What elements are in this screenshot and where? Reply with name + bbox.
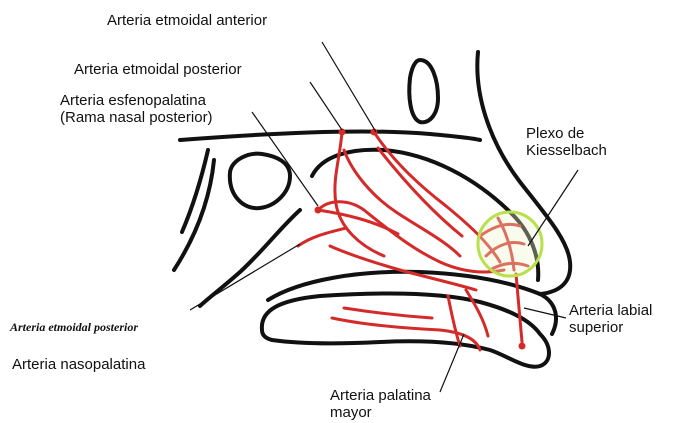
- artery-node-labial: [519, 343, 526, 350]
- sphenoid-sinus-outline: [230, 154, 290, 208]
- label-palatina-line2: mayor: [330, 404, 431, 421]
- label-palatina-mayor: Arteria palatina mayor: [330, 387, 431, 421]
- label-palatina-line1: Arteria palatina: [330, 387, 431, 404]
- leader-etmoidal-anterior: [322, 42, 376, 132]
- palate-outline: [262, 294, 549, 367]
- label-esfenopalatina-line2: (Rama nasal posterior): [60, 109, 213, 126]
- frontal-sinus-outline: [409, 60, 438, 122]
- leader-etmoidal-posterior: [310, 82, 342, 130]
- label-esfenopalatina-line1: Arteria esfenopalatina: [60, 92, 213, 109]
- artery-labial-superior: [516, 274, 522, 342]
- label-esfenopalatina: Arteria esfenopalatina (Rama nasal poste…: [60, 92, 213, 126]
- artery-sphenopalatine-main: [318, 202, 504, 272]
- cavity-roof-outline: [180, 132, 480, 140]
- label-labial-superior: Arteria labial superior: [569, 302, 652, 336]
- artery-palatina-mayor-2: [344, 308, 432, 318]
- artery-palatina-vertical: [448, 296, 460, 346]
- posterior-wall-outline-2: [174, 160, 214, 270]
- artery-nasopalatine: [298, 228, 346, 246]
- label-etmoidal-anterior: Arteria etmoidal anterior: [107, 12, 267, 29]
- artery-node-sphenopalatine: [315, 207, 322, 214]
- label-etmoidal-posterior-italic: Arteria etmoidal posterior: [10, 319, 138, 336]
- leader-etmoidal-posterior-italic: [190, 244, 300, 310]
- posterior-wall-outline: [182, 150, 208, 232]
- kiesselbach-plexus-zone: [478, 212, 542, 276]
- anatomy-outline: [174, 52, 570, 367]
- label-etmoidal-posterior: Arteria etmoidal posterior: [74, 61, 242, 78]
- label-kiesselbach-line1: Plexo de: [526, 125, 607, 142]
- label-kiesselbach: Plexo de Kiesselbach: [526, 125, 607, 159]
- leader-kiesselbach: [528, 170, 578, 246]
- artery-etmoidal-anterior-branch: [378, 148, 462, 236]
- label-labial-line1: Arteria labial: [569, 302, 652, 319]
- artery-sphenopalatine-upper: [318, 210, 398, 234]
- artery-palatina-vertical-2: [466, 290, 488, 336]
- label-kiesselbach-line2: Kiesselbach: [526, 142, 607, 159]
- label-labial-line2: superior: [569, 319, 652, 336]
- leader-labial: [524, 308, 566, 318]
- label-nasopalatina: Arteria nasopalatina: [12, 356, 145, 373]
